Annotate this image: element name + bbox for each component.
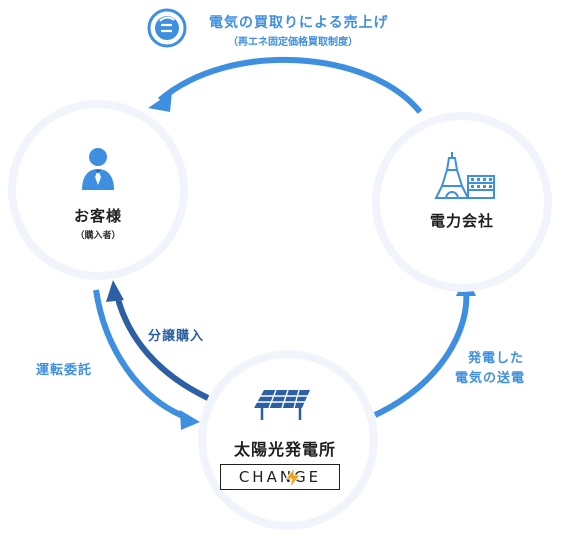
purchase-label: 分譲購入 xyxy=(148,329,205,344)
yen-cycle-icon xyxy=(147,8,187,48)
revenue-arrowhead xyxy=(148,92,172,112)
tower-icon xyxy=(432,150,496,200)
solar-panel-icon xyxy=(252,388,312,422)
purchase-arrow xyxy=(114,294,210,401)
revenue-title: 電気の買取りによる売上げ xyxy=(209,15,389,31)
supply-label-line1: 発電した xyxy=(468,351,525,366)
revenue-subtitle: （再エネ固定価格買取制度） xyxy=(228,37,358,48)
revenue-arrow xyxy=(158,56,423,114)
change-logo: CHANGE xyxy=(220,464,340,490)
purchase-arrowhead xyxy=(106,280,124,302)
change-logo-text: CHANGE xyxy=(238,468,322,486)
operation-arrow xyxy=(93,289,190,421)
supply-arrow xyxy=(373,289,470,418)
person-icon xyxy=(80,146,116,190)
customer-circle xyxy=(8,100,188,280)
bolt-icon xyxy=(284,466,302,489)
operation-label: 運転委託 xyxy=(36,363,93,378)
operation-arrowhead xyxy=(180,410,200,430)
utility-title: 電力会社 xyxy=(429,212,494,230)
plant-title: 太陽光発電所 xyxy=(233,440,336,459)
customer-title: お客様 xyxy=(73,207,122,225)
utility-circle xyxy=(372,112,552,292)
customer-subtitle: （購入者） xyxy=(75,231,121,241)
plant-circle xyxy=(198,350,378,530)
supply-label-line2: 電気の送電 xyxy=(455,371,526,386)
